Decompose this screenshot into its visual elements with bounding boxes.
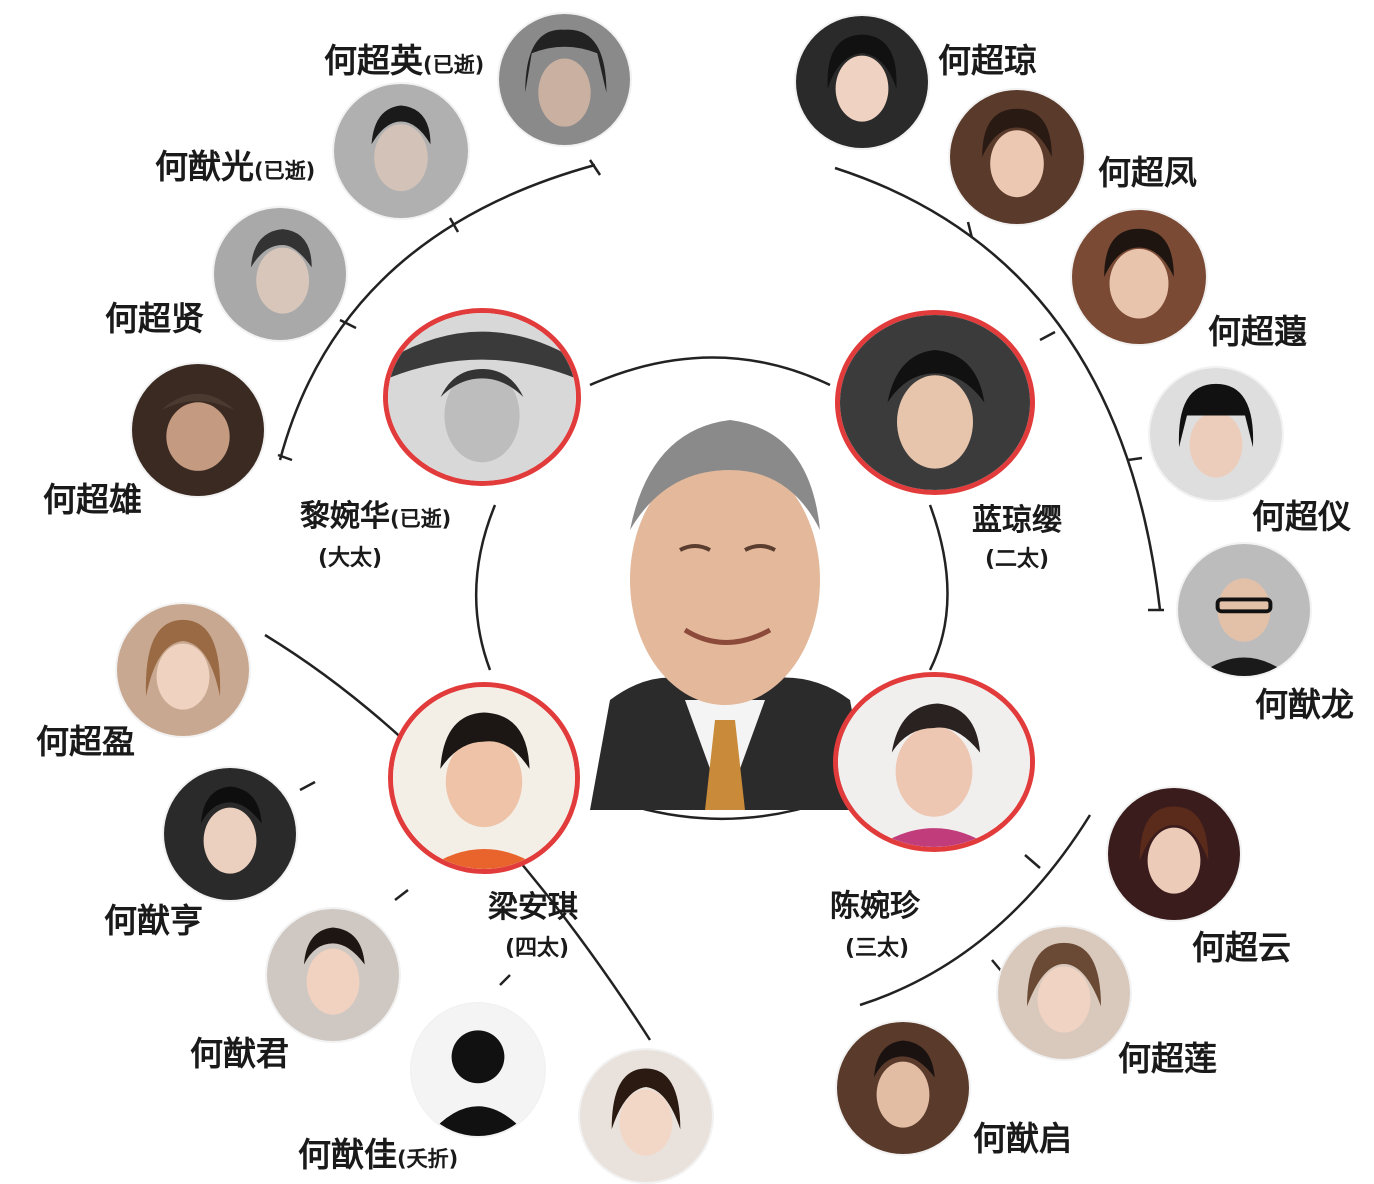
child-name-w1-3: 何超贤: [105, 299, 204, 338]
child-name-w3-3: 何猷启: [973, 1119, 1072, 1158]
patriarch-photo: [570, 400, 880, 810]
child-photo-w2-3: [1070, 208, 1208, 346]
outer-arc-w3: [859, 814, 1092, 1007]
wife-photo-3: [833, 672, 1035, 852]
child-name-w4-1: 何超盈: [36, 722, 135, 761]
child-photo-w1-3: [212, 206, 348, 342]
child-name-w3-2: 何超莲: [1118, 1039, 1217, 1078]
child-photo-w2-5: [1176, 542, 1312, 678]
child-photo-partial-bottom: [578, 1048, 714, 1184]
child-name-w3-1: 何超云: [1192, 928, 1291, 967]
child-name-w4-4: 何猷佳(夭折): [298, 1135, 459, 1174]
child-photo-w3-2: [996, 925, 1132, 1061]
ring-arc-top: [589, 356, 831, 387]
child-photo-w1-2: [332, 82, 470, 220]
wife-role-1: (大太): [318, 546, 383, 571]
child-photo-w3-3: [835, 1020, 971, 1156]
child-photo-w1-1: [497, 12, 632, 147]
child-name-w2-1: 何超琼: [938, 41, 1037, 80]
outer-arc-w2: [834, 166, 1162, 611]
child-photo-w3-1: [1106, 786, 1242, 922]
child-photo-w2-2: [948, 88, 1086, 226]
child-name-w1-2: 何猷光(已逝): [155, 147, 316, 186]
wife-name-3: 陈婉珍: [830, 889, 920, 924]
child-photo-w1-4: [130, 362, 266, 498]
wife-name-1: 黎婉华(已逝): [300, 499, 452, 534]
wife-role-2: (二太): [985, 547, 1050, 572]
outer-arc-w1: [278, 163, 596, 461]
wife-name-2: 蓝琼缨: [972, 503, 1062, 538]
wife-role-4: (四太): [505, 936, 570, 961]
child-photo-w4-4: [410, 1002, 546, 1138]
child-photo-w4-2: [162, 766, 298, 902]
child-photo-w4-1: [115, 602, 251, 738]
child-name-w1-1: 何超英(已逝): [324, 41, 485, 80]
wife-photo-2: [835, 310, 1035, 495]
wife-photo-4: [388, 682, 580, 874]
ring-arc-right: [928, 504, 949, 671]
child-name-w4-3: 何猷君: [190, 1034, 289, 1073]
child-name-w2-5: 何猷龙: [1255, 685, 1354, 724]
child-name-w2-4: 何超仪: [1252, 497, 1351, 536]
child-name-w1-4: 何超雄: [43, 480, 142, 519]
wife-role-3: (三太): [845, 936, 910, 961]
child-name-w2-2: 何超凤: [1098, 153, 1197, 192]
child-photo-w2-4: [1148, 366, 1284, 502]
child-name-w4-2: 何猷亨: [104, 901, 203, 940]
child-photo-w2-1: [794, 14, 930, 150]
wife-name-4: 梁安琪: [488, 890, 578, 925]
ring-arc-left: [474, 504, 497, 671]
child-name-w2-3: 何超蕸: [1208, 312, 1307, 351]
wife-photo-1: [383, 308, 581, 486]
child-photo-w4-3: [265, 907, 401, 1043]
